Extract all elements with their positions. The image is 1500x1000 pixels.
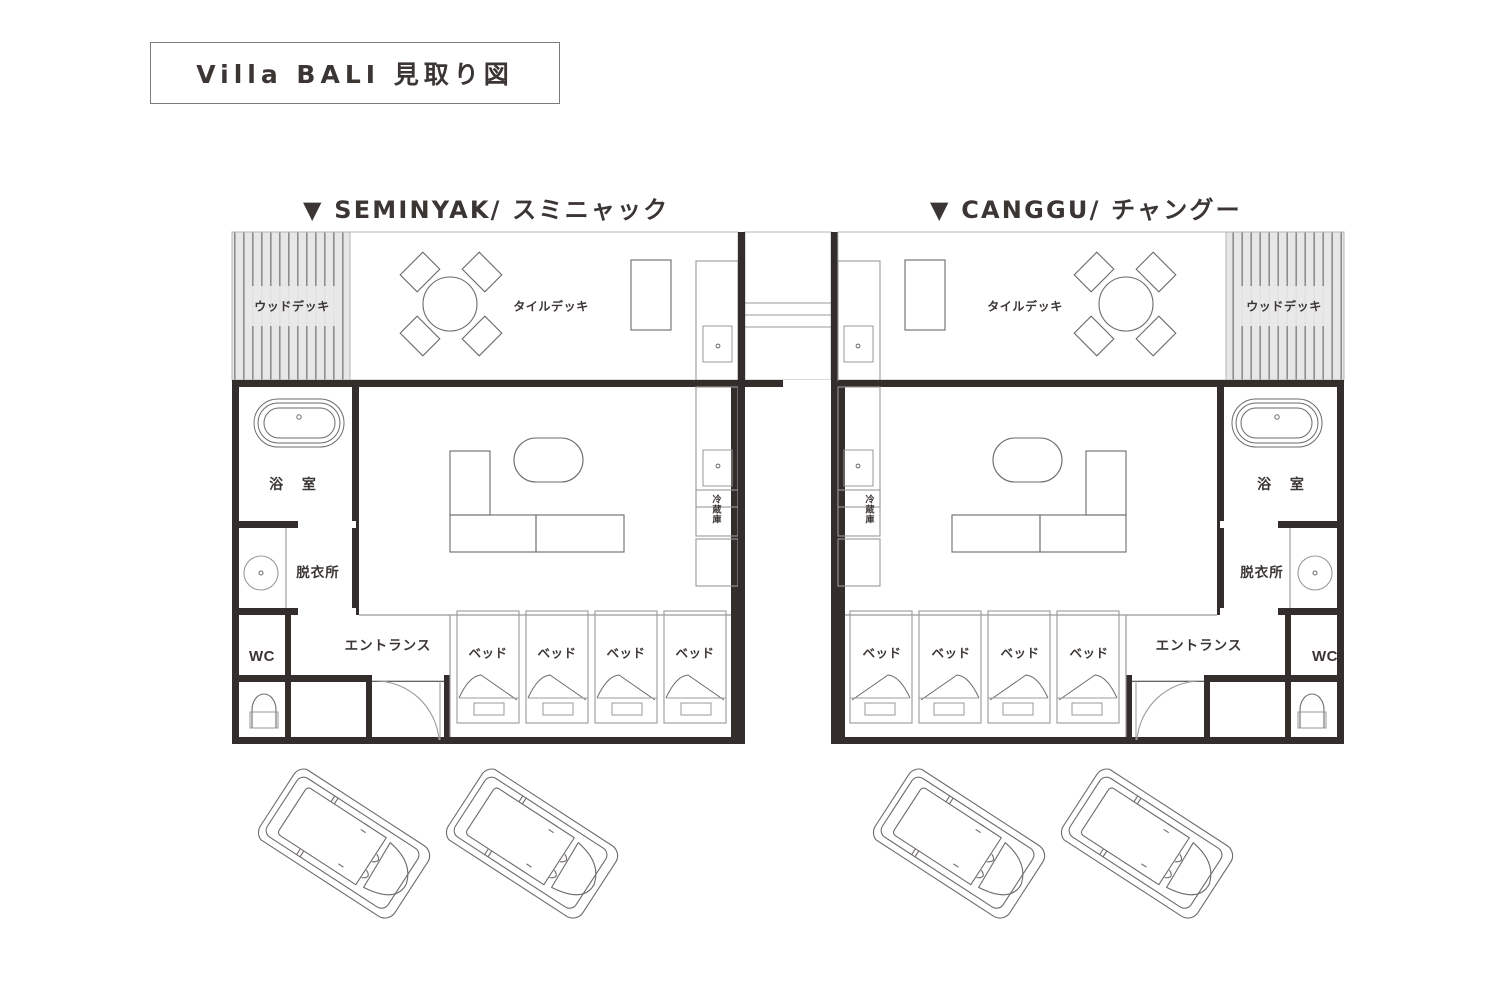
tile-deck-right-geom (837, 231, 1227, 382)
label-wc-right: WC (1312, 648, 1338, 665)
entrance-door-swing-left (374, 680, 440, 741)
unit-canggu (837, 231, 1345, 744)
changing-room-left: 脱衣所 (243, 528, 340, 608)
outdoor-chairs-left (399, 251, 503, 357)
toilet-bowl-left (251, 693, 277, 729)
label-bed-right-4: ベッド (862, 646, 901, 661)
label-refrigerator-right-1: 冷 (865, 494, 874, 506)
label-bathroom-right: 浴 室 (1257, 476, 1311, 493)
bed-left-3: ベッド (594, 610, 658, 724)
page-title: Villa BALI 見取り図 (196, 60, 514, 89)
svg-text:蔵: 蔵 (865, 504, 874, 516)
label-bathroom-left: 浴 室 (269, 476, 323, 493)
svg-text:庫: 庫 (712, 514, 721, 526)
label-bed-left-1: ベッド (468, 646, 507, 661)
label-bed-right-3: ベッド (931, 646, 970, 661)
outdoor-sink-left (702, 325, 733, 363)
kitchen-sink-left (702, 449, 733, 487)
walls-right-unit (838, 380, 1344, 744)
label-tile-deck-left: タイルデッキ (513, 299, 589, 314)
label-changing-room-right: 脱衣所 (1240, 564, 1284, 581)
label-bed-left-4: ベッド (675, 646, 714, 661)
label-wc-left: WC (249, 648, 275, 665)
beds-right-geom (849, 610, 1120, 724)
bed-left-2: ベッド (525, 610, 589, 724)
car-icon-2 (445, 768, 619, 919)
stairs (745, 302, 831, 328)
bathroom-right-geom (1231, 398, 1323, 448)
toilet-tank-left (249, 711, 279, 729)
label-wood-deck-right: ウッドデッキ (1246, 299, 1322, 314)
walls-left-unit (232, 380, 738, 744)
tile-deck-left: タイルデッキ (349, 231, 739, 382)
label-wood-deck-left: ウッドデッキ (254, 299, 330, 314)
living-room-left (449, 437, 625, 553)
outdoor-table-left (422, 276, 478, 332)
title-box: Villa BALI 見取り図 (150, 42, 560, 104)
unit-heading-seminyak: ▼ SEMINYAK/ スミニャック (303, 196, 670, 224)
label-tile-deck-right: タイルデッキ (987, 299, 1063, 314)
svg-text:庫: 庫 (865, 514, 874, 526)
label-bed-right-1: ベッド (1069, 646, 1108, 661)
label-refrigerator-left-1: 冷 (712, 494, 721, 506)
bathroom-left: 浴 室 (253, 398, 345, 493)
living-room-right-geom (951, 437, 1127, 553)
car-icon-3 (872, 768, 1046, 919)
car-icon-4 (1060, 768, 1234, 919)
label-entrance-left: エントランス (345, 638, 432, 654)
washbasin-left (243, 555, 279, 591)
label-bed-right-2: ベッド (1000, 646, 1039, 661)
label-changing-room-left: 脱衣所 (296, 564, 340, 581)
unit-canggu-labels: ウッドデッキ タイルデッキ 浴 室 脱衣所 WC エントランス 冷 蔵 庫 ベッ… (862, 299, 1338, 665)
label-bed-left-2: ベッド (537, 646, 576, 661)
wc-left: WC (249, 648, 279, 729)
outdoor-sink-drain-left (715, 343, 721, 349)
beds-left: ベッド ベッド ベッド (456, 610, 727, 724)
unit-seminyak: ウッドデッキ タイルデッキ (231, 231, 739, 744)
center-corridor (738, 231, 838, 744)
parking-area (257, 768, 1234, 919)
lounge-bed-left (630, 259, 672, 331)
bed-left-4: ベッド (663, 610, 727, 724)
wood-deck-left: ウッドデッキ (231, 231, 351, 381)
unit-heading-canggu: ▼ CANGGU/ チャングー (930, 196, 1242, 224)
bed-left-1: ベッド (456, 610, 520, 724)
car-icon-1 (257, 768, 431, 919)
label-entrance-right: エントランス (1156, 638, 1243, 654)
changing-room-right-geom (1289, 528, 1333, 608)
bathtub-drain-left (296, 414, 302, 420)
entrance-right-geom (1132, 675, 1204, 741)
svg-text:蔵: 蔵 (712, 504, 721, 516)
kitchen-right-geom (837, 386, 881, 587)
label-bed-left-3: ベッド (606, 646, 645, 661)
wc-right-geom (1297, 693, 1327, 729)
entrance-left: エントランス (345, 638, 444, 741)
